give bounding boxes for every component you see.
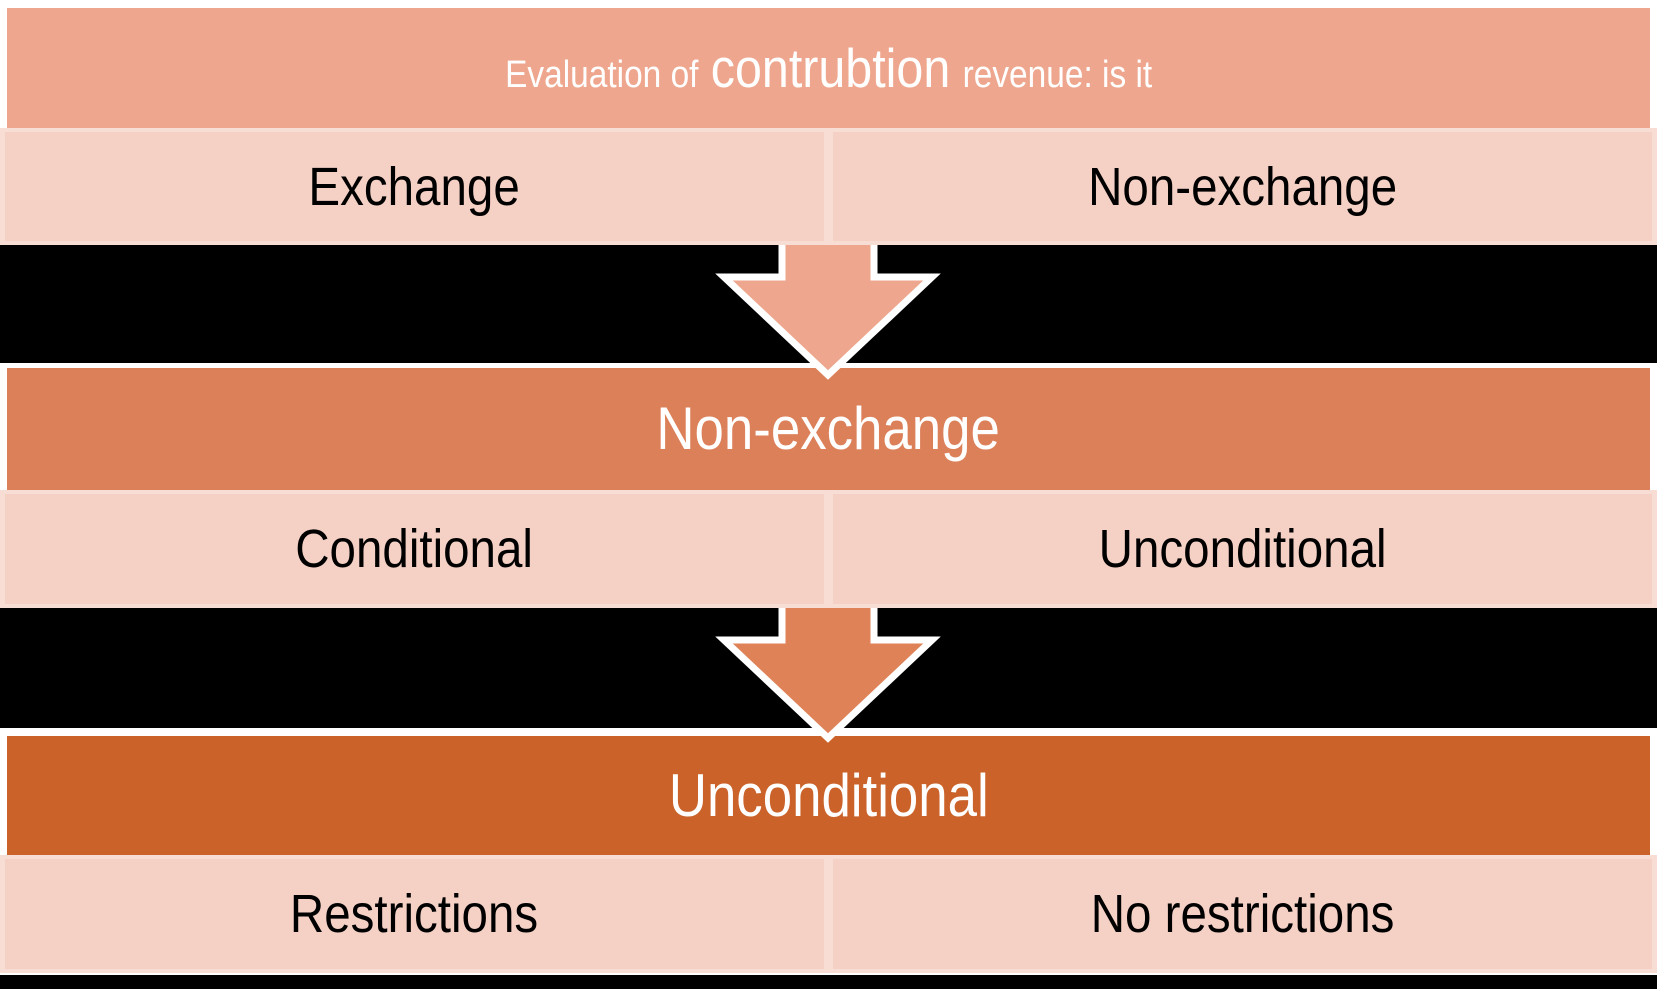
bottom-border-strip [0, 975, 1657, 989]
cell-non-exchange: Non-exchange [833, 132, 1652, 241]
down-arrow-icon [715, 245, 941, 380]
title-suffix: revenue: is it [962, 53, 1153, 96]
cell-exchange: Exchange [5, 132, 824, 241]
cell-restrictions-label: Restrictions [290, 884, 539, 944]
cell-non-exchange-label: Non-exchange [1087, 156, 1398, 217]
level1-row: Exchange Non-exchange [0, 128, 1657, 245]
level3-row: Restrictions No restrictions [0, 855, 1657, 973]
cell-conditional-label: Conditional [295, 519, 534, 579]
cell-no-restrictions-label: No restrictions [1090, 884, 1395, 944]
title-banner: Evaluation of contrubtion revenue: is it [7, 8, 1650, 128]
cell-conditional: Conditional [5, 494, 824, 604]
cell-restrictions: Restrictions [5, 859, 824, 969]
title-prefix: Evaluation of [504, 53, 699, 96]
cell-exchange-label: Exchange [308, 156, 521, 217]
cell-unconditional: Unconditional [833, 494, 1652, 604]
title-emphasis: contrubtion [710, 36, 951, 99]
down-arrow-icon [715, 608, 941, 743]
cell-no-restrictions: No restrictions [833, 859, 1652, 969]
cell-unconditional-label: Unconditional [1098, 519, 1387, 579]
level2-row: Conditional Unconditional [0, 490, 1657, 608]
non-exchange-banner: Non-exchange [7, 368, 1650, 490]
non-exchange-banner-label: Non-exchange [656, 395, 1001, 462]
unconditional-banner: Unconditional [7, 736, 1650, 855]
unconditional-banner-label: Unconditional [668, 761, 989, 829]
